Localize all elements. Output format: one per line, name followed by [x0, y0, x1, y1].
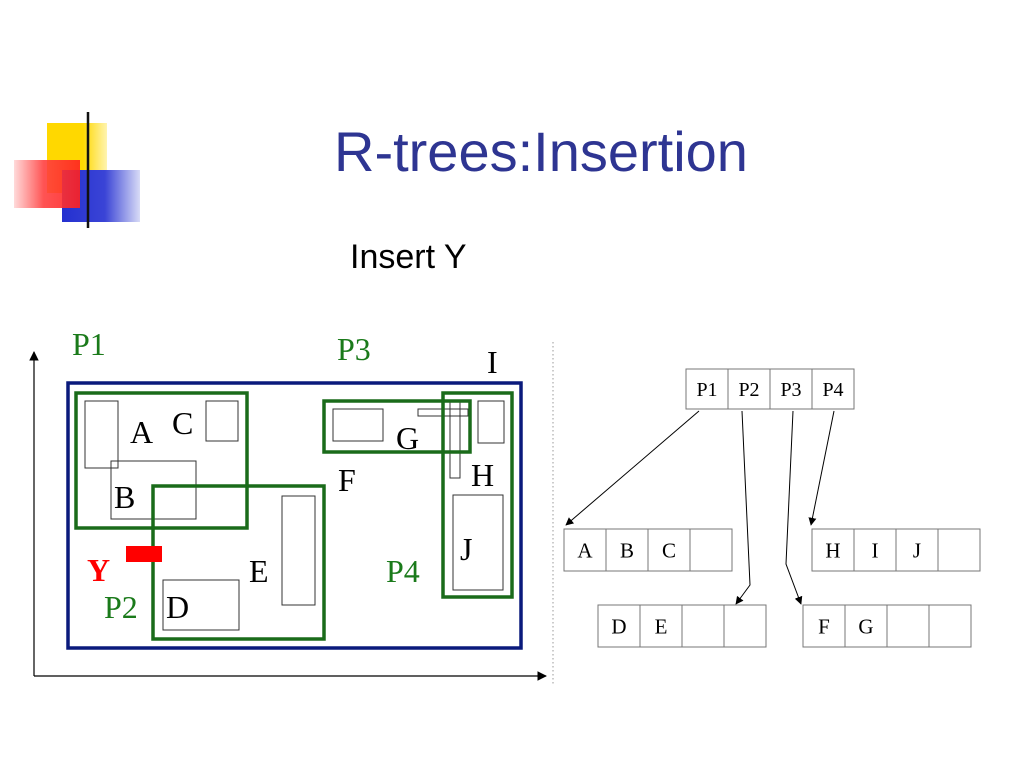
group-box-p4	[441, 391, 514, 599]
object-rect-j	[452, 494, 504, 591]
tree-cell	[685, 368, 729, 410]
tree-cell-label: F	[818, 614, 830, 638]
tree-cell	[727, 368, 771, 410]
tree-cell-label: G	[858, 614, 873, 638]
tree-cell	[689, 528, 733, 572]
tree-cell	[928, 604, 972, 648]
object-label-g: G	[396, 420, 419, 456]
object-rect-i	[477, 400, 505, 444]
group-label-p1: P1	[72, 326, 106, 362]
tree-cell-label: I	[872, 538, 879, 562]
tree-cell	[639, 604, 683, 648]
object-label-c: C	[172, 405, 193, 441]
tree-cell-label: P2	[738, 379, 759, 401]
pointer-p2	[735, 410, 751, 605]
object-label-h: H	[471, 457, 494, 493]
tree-cell	[723, 604, 767, 648]
space-frame	[66, 381, 523, 650]
pointer-p3	[785, 410, 803, 605]
tree-cell	[681, 604, 725, 648]
object-label-d: D	[166, 589, 189, 625]
group-label-p2: P2	[104, 589, 138, 625]
group-label-p3: P3	[337, 331, 371, 367]
new-entry-y-rect	[126, 546, 162, 562]
group-label-p4: P4	[386, 553, 420, 589]
tree-cell	[811, 528, 855, 572]
tree-cell-label: C	[662, 538, 676, 562]
group-boxes	[74, 391, 514, 641]
slide-title: R-trees:Insertion	[334, 120, 748, 183]
group-box-p1	[74, 391, 249, 530]
tree-cell-label: P1	[696, 379, 717, 401]
slide-subtitle: Insert Y	[350, 238, 467, 276]
object-rect-c	[205, 400, 239, 442]
tree-cell-label: D	[611, 614, 626, 638]
tree-cell	[811, 368, 855, 410]
tree-cell-label: A	[577, 538, 593, 562]
group-box-p3	[322, 399, 472, 454]
object-label-b: B	[114, 479, 135, 515]
tree-cell-label: H	[825, 538, 840, 562]
object-rect-a	[84, 400, 119, 469]
object-label-a: A	[130, 414, 153, 450]
object-rect-e	[281, 495, 316, 606]
new-entry-label: Y	[87, 552, 110, 588]
tree-cell-label: P4	[822, 379, 843, 401]
tree-node-root: P1 P2 P3 P4	[685, 368, 855, 410]
object-rect-d	[162, 579, 240, 631]
tree-node-leaf-p1: A B C	[563, 528, 733, 572]
tree-cell-label: P3	[780, 379, 801, 401]
object-labels: A B C D E F G H I J	[114, 344, 498, 625]
tree-cell	[886, 604, 930, 648]
logo-decoration	[14, 112, 1010, 228]
pointer-p4	[808, 410, 835, 526]
group-box-p2	[151, 484, 326, 641]
group-labels: P1 P2 P3 P4	[72, 326, 420, 625]
tree-cell	[647, 528, 691, 572]
pointer-p1	[565, 410, 700, 526]
tree-cell	[853, 528, 897, 572]
tree-cell	[563, 528, 607, 572]
tree-cell	[605, 528, 649, 572]
tree-cell	[597, 604, 641, 648]
object-label-f: F	[338, 462, 356, 498]
object-rect-f	[332, 408, 384, 442]
tree-cell	[937, 528, 981, 572]
axes	[29, 351, 547, 681]
tree-cell-label: E	[655, 614, 668, 638]
object-label-i: I	[487, 344, 498, 380]
object-label-e: E	[249, 553, 269, 589]
object-rect-h	[449, 400, 461, 479]
tree-cell-label: J	[913, 538, 921, 562]
object-label-j: J	[460, 531, 472, 567]
tree-node-leaf-p4: H I J	[811, 528, 981, 572]
tree-cell-label: B	[620, 538, 634, 562]
